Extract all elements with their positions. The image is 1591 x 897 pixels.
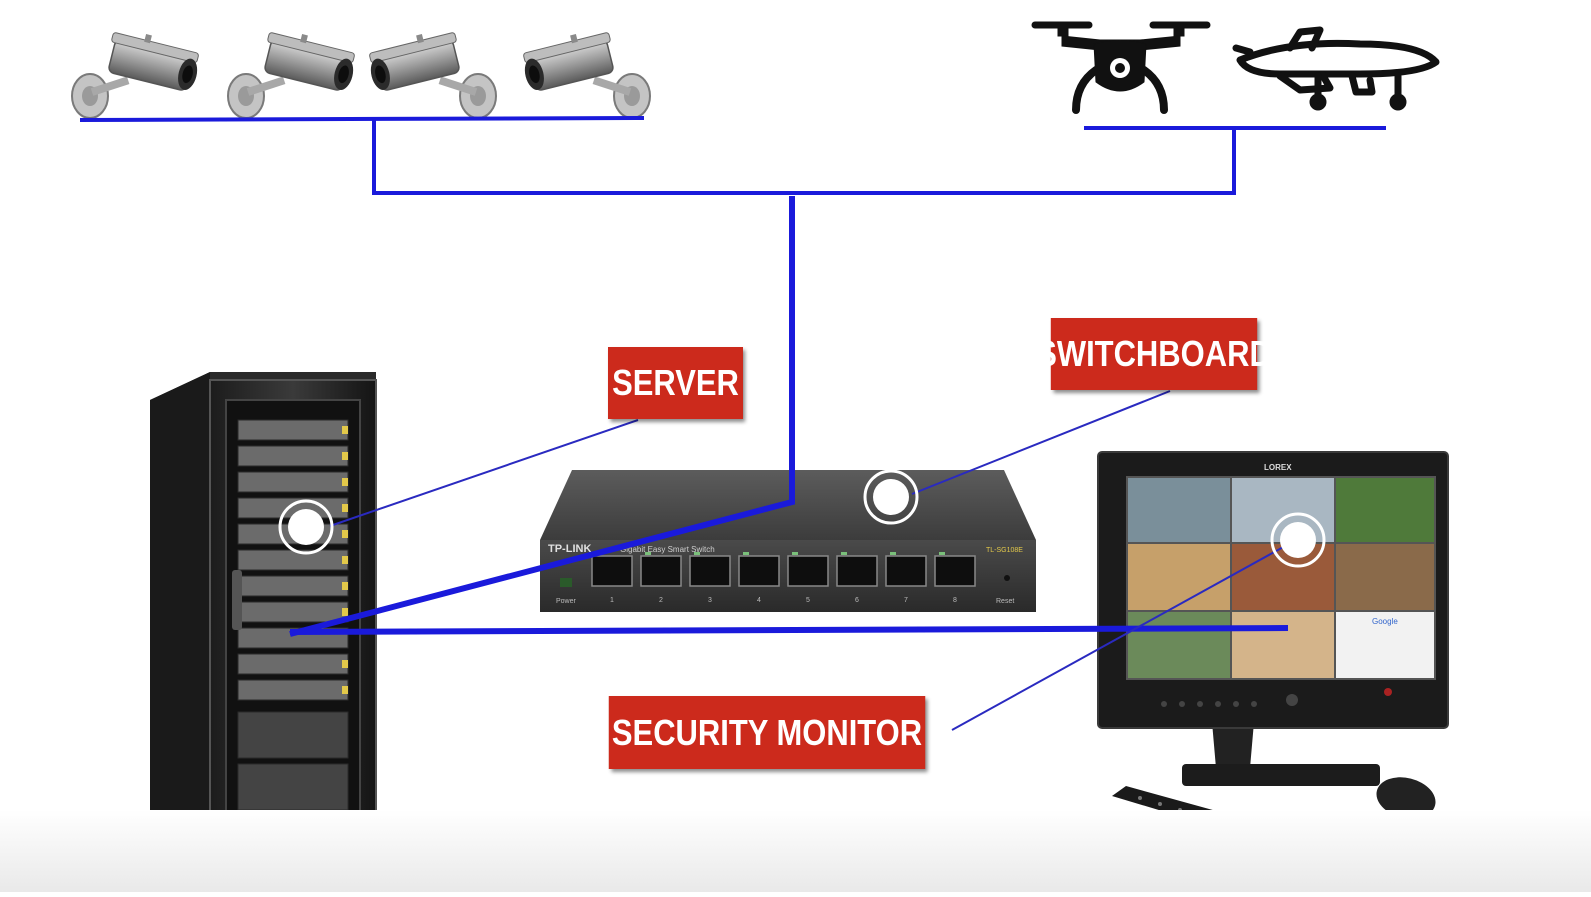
fixed-wing-drone-icon	[1232, 26, 1440, 111]
switch-port-led	[743, 552, 749, 555]
server-hotspot[interactable]	[278, 499, 334, 555]
monitor-hotspot[interactable]	[1270, 512, 1326, 568]
switch-port-number: 6	[855, 597, 859, 604]
security-monitor-label: SECURITY MONITOR	[608, 696, 926, 769]
switch-port-led	[694, 552, 700, 555]
security-monitor-label-text: SECURITY MONITOR	[611, 711, 923, 753]
callout-lines	[329, 390, 1297, 731]
cctv-camera-icon	[71, 25, 205, 120]
trunk-line	[372, 120, 1236, 195]
switch-port	[591, 555, 633, 587]
switch-subtitle: Gigabit Easy Smart Switch	[620, 545, 715, 554]
switch-power-label: Power	[556, 598, 577, 605]
hotspot-markers	[278, 469, 1326, 568]
switch-model: TL-SG108E	[986, 547, 1023, 554]
switch-port	[689, 555, 731, 587]
server-label-text: SERVER	[612, 362, 739, 403]
switch-port	[787, 555, 829, 587]
switch-port-number: 5	[806, 597, 810, 604]
switch-port-led	[841, 552, 847, 555]
cctv-camera-icon	[227, 25, 361, 120]
camera-bus-line	[79, 116, 645, 122]
quadcopter-drone-icon	[1031, 21, 1211, 114]
switch-port-number: 8	[953, 597, 957, 604]
switch-port-led	[645, 552, 651, 555]
server-rack-icon	[150, 372, 377, 848]
monitor-brand: LOREX	[1264, 463, 1292, 472]
switch-port-number: 3	[708, 597, 712, 604]
switchboard-label: SWITCHBOARD	[1036, 318, 1272, 390]
server-label: SERVER	[607, 347, 744, 419]
server-to-monitor-line	[289, 625, 1289, 635]
computer-mouse-icon	[1376, 777, 1436, 819]
camera-feed-grid: Google	[1128, 478, 1434, 678]
switch-brand: TP-LINK	[548, 543, 591, 555]
switch-port-number: 2	[659, 597, 663, 604]
security-monitor-icon: LOREX Google	[1097, 451, 1449, 786]
switchboard-callout-line	[911, 390, 1171, 495]
monitor-callout-line	[951, 539, 1297, 731]
switch-port-led	[939, 552, 945, 555]
switch-reset-label: Reset	[996, 598, 1014, 605]
connection-lines	[79, 116, 1386, 637]
bottom-fade	[0, 810, 1591, 892]
switch-port	[836, 555, 878, 587]
switch-port-number: 4	[757, 597, 761, 604]
switch-to-server-line	[289, 196, 795, 637]
switch-port-led	[890, 552, 896, 555]
cctv-camera-icon	[363, 25, 497, 120]
switch-port	[640, 555, 682, 587]
switch-port-number: 1	[610, 597, 614, 604]
switch-port	[885, 555, 927, 587]
switchboard-label-text: SWITCHBOARD	[1036, 333, 1272, 374]
switch-port	[934, 555, 976, 587]
cctv-camera-icon	[517, 25, 651, 120]
camera-row	[71, 25, 651, 120]
switch-port-number: 7	[904, 597, 908, 604]
switchboard-hotspot[interactable]	[863, 469, 919, 525]
monitor-google-text: Google	[1372, 617, 1398, 626]
switch-port-led	[792, 552, 798, 555]
switch-port-group: 1 2 3 4 5 6 7 8	[591, 552, 976, 604]
switch-port	[738, 555, 780, 587]
network-switch-icon: TP-LINK Gigabit Easy Smart Switch TL-SG1…	[540, 470, 1036, 612]
server-callout-line	[329, 419, 639, 527]
